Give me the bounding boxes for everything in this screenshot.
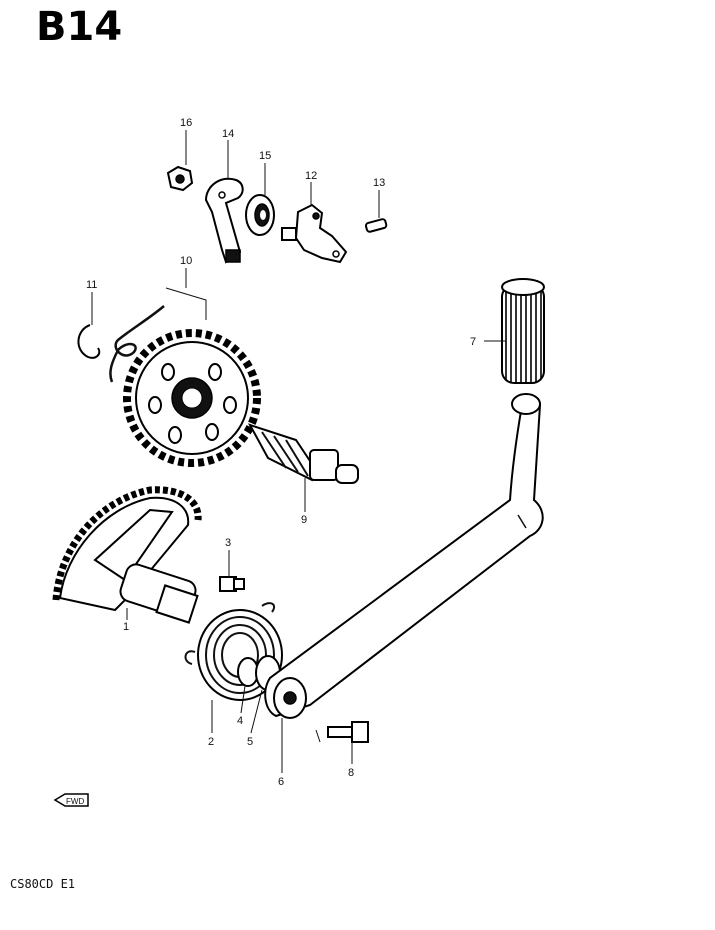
kick-starter-shaft-part [52,486,202,624]
part-label-3: 3 [225,537,231,549]
forward-direction-marker: FWD [53,793,89,807]
kick-guide-part [281,203,348,264]
model-code: CS80CD E1 [10,877,75,891]
circlip-part [77,324,101,359]
lever-bolt-part [315,721,369,743]
spring-clip-part [109,305,165,383]
leader-lines [91,130,506,773]
forward-label: FWD [66,797,84,806]
bolt-part [219,576,245,592]
part-label-2: 2 [208,736,214,748]
kick-lever-part [264,393,544,719]
part-label-14: 14 [222,128,234,140]
part-label-6: 6 [278,776,284,788]
spiral-shaft-part [247,423,359,484]
nut-part [166,165,194,192]
part-label-13: 13 [373,177,385,189]
part-label-8: 8 [348,767,354,779]
part-label-9: 9 [301,514,307,526]
part-label-16: 16 [180,117,192,129]
drive-gear-part [123,329,261,467]
part-label-1: 1 [123,621,129,633]
part-label-7: 7 [470,336,476,348]
grip-part [501,278,545,384]
washer-part [237,657,259,687]
part-label-15: 15 [259,150,271,162]
part-label-10: 10 [180,255,192,267]
part-label-12: 12 [305,170,317,182]
oil-seal-part [245,194,275,236]
stopper-plate-part [204,177,244,264]
diagram-title: B14 [36,4,122,50]
pin-part [364,218,388,233]
part-label-11: 11 [86,279,97,291]
part-label-4: 4 [237,715,243,727]
part-label-5: 5 [247,736,253,748]
